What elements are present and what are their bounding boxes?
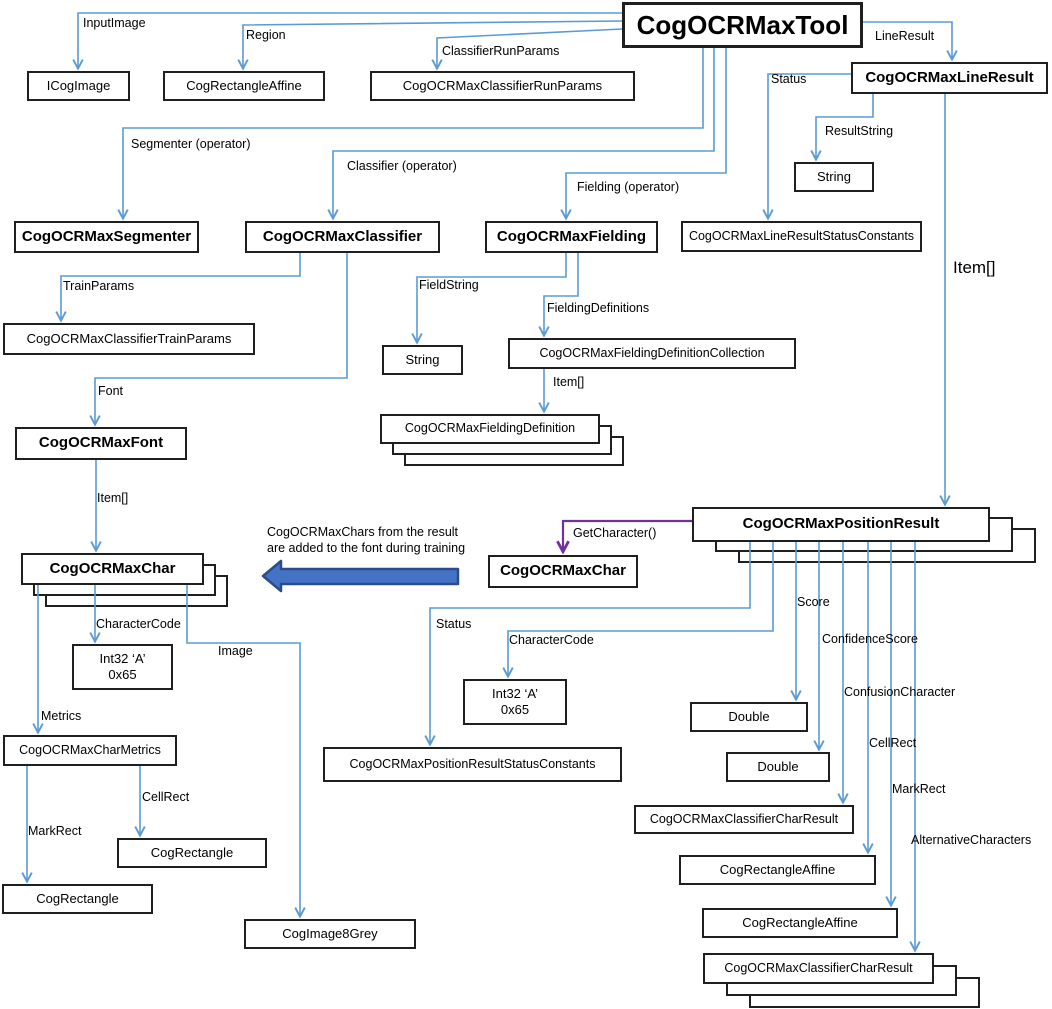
edge-label-resultstring: ResultString bbox=[825, 124, 894, 138]
node-char-center: CogOCRMaxChar bbox=[488, 555, 638, 588]
node-lineresult: CogOCRMaxLineResult bbox=[851, 62, 1048, 94]
node-cogrectangle-markrect: CogRectangle bbox=[2, 884, 153, 914]
edge-label-charactercode-left: CharacterCode bbox=[96, 617, 181, 631]
edge-label-cellrect-position: CellRect bbox=[869, 736, 917, 750]
edge-label-trainparams: TrainParams bbox=[63, 279, 135, 293]
edge-label-confusioncharacter: ConfusionCharacter bbox=[844, 685, 956, 699]
edge-label-item-lineresult: Item[] bbox=[953, 258, 996, 277]
node-classifiertrainparams: CogOCRMaxClassifierTrainParams bbox=[3, 323, 255, 355]
training-annotation: CogOCRMaxChars from the result are added… bbox=[267, 525, 466, 556]
node-charmetrics: CogOCRMaxCharMetrics bbox=[3, 735, 177, 766]
edge-label-item-collection: Item[] bbox=[553, 375, 585, 389]
node-classifiercharresult-alternative: CogOCRMaxClassifierCharResult bbox=[703, 953, 934, 984]
edge-label-cellrect-metrics: CellRect bbox=[142, 790, 190, 804]
edge-label-markrect-metrics: MarkRect bbox=[28, 824, 82, 838]
edge-lineresult-statusconstants bbox=[768, 73, 851, 218]
edge-tool-region bbox=[243, 20, 623, 68]
node-rectangleaffine-top: CogRectangleAffine bbox=[163, 71, 325, 101]
edge-label-fieldingdefinitions: FieldingDefinitions bbox=[547, 301, 650, 315]
edge-label-fieldstring: FieldString bbox=[419, 278, 479, 292]
edge-label-alternativecharacters: AlternativeCharacters bbox=[911, 833, 1032, 847]
edge-fielding-fieldstring bbox=[417, 253, 567, 342]
edge-label-classifierrunparams: ClassifierRunParams bbox=[442, 44, 560, 58]
node-positionresultstatusconstants: CogOCRMaxPositionResultStatusConstants bbox=[323, 747, 622, 782]
edge-label-region: Region bbox=[246, 28, 286, 42]
edge-label-lineresult: LineResult bbox=[875, 29, 935, 43]
node-image8grey: CogImage8Grey bbox=[244, 919, 416, 949]
node-classifiercharresult-confusion: CogOCRMaxClassifierCharResult bbox=[634, 805, 854, 834]
edge-label-classifier-operator: Classifier (operator) bbox=[347, 159, 457, 173]
node-lineresultstatusconstants: CogOCRMaxLineResultStatusConstants bbox=[681, 221, 922, 252]
edge-label-font: Font bbox=[98, 384, 124, 398]
node-classifier: CogOCRMaxClassifier bbox=[245, 221, 440, 253]
node-double-confidencescore: Double bbox=[726, 752, 830, 782]
node-rectangleaffine-markrect: CogRectangleAffine bbox=[702, 908, 898, 938]
edge-label-charactercode-position: CharacterCode bbox=[509, 633, 594, 647]
node-cogrectangle-cellrect: CogRectangle bbox=[117, 838, 267, 868]
node-classifierrunparams: CogOCRMaxClassifierRunParams bbox=[370, 71, 635, 101]
edge-label-confidencescore: ConfidenceScore bbox=[822, 632, 918, 646]
edge-label-markrect-position: MarkRect bbox=[892, 782, 946, 796]
edge-fielding-fieldingdefinitions bbox=[544, 253, 579, 335]
node-positionresult: CogOCRMaxPositionResult bbox=[692, 507, 990, 542]
node-tool: CogOCRMaxTool bbox=[622, 2, 863, 48]
node-fielding: CogOCRMaxFielding bbox=[485, 221, 658, 253]
edge-label-getcharacter: GetCharacter() bbox=[573, 526, 657, 540]
node-string-fieldstring: String bbox=[382, 345, 463, 375]
edge-label-segmenter-operator: Segmenter (operator) bbox=[131, 137, 251, 151]
node-segmenter: CogOCRMaxSegmenter bbox=[14, 221, 199, 253]
node-int32-left: Int32 ‘A’ 0x65 bbox=[72, 644, 173, 690]
node-char-left: CogOCRMaxChar bbox=[21, 553, 204, 585]
edge-label-status-position: Status bbox=[436, 617, 472, 631]
node-string-resultstring: String bbox=[794, 162, 874, 192]
edge-label-inputimage: InputImage bbox=[83, 16, 146, 30]
edge-label-image: Image bbox=[218, 644, 253, 658]
node-double-score: Double bbox=[690, 702, 808, 732]
edge-tool-inputimage bbox=[78, 12, 622, 68]
edge-label-metrics: Metrics bbox=[41, 709, 82, 723]
edge-label-score: Score bbox=[797, 595, 830, 609]
edge-label-fielding-operator: Fielding (operator) bbox=[577, 180, 680, 194]
node-fieldingdefinitioncollection: CogOCRMaxFieldingDefinitionCollection bbox=[508, 338, 796, 369]
node-font: CogOCRMaxFont bbox=[15, 427, 187, 460]
training-block-arrow bbox=[261, 559, 460, 593]
edge-label-status-lineresult: Status bbox=[771, 72, 807, 86]
edge-label-item-font: Item[] bbox=[97, 491, 129, 505]
node-rectangleaffine-cellrect: CogRectangleAffine bbox=[679, 855, 876, 885]
node-icogimage: ICogImage bbox=[27, 71, 130, 101]
node-int32-center: Int32 ‘A’ 0x65 bbox=[463, 679, 567, 725]
node-fieldingdefinition: CogOCRMaxFieldingDefinition bbox=[380, 414, 600, 444]
